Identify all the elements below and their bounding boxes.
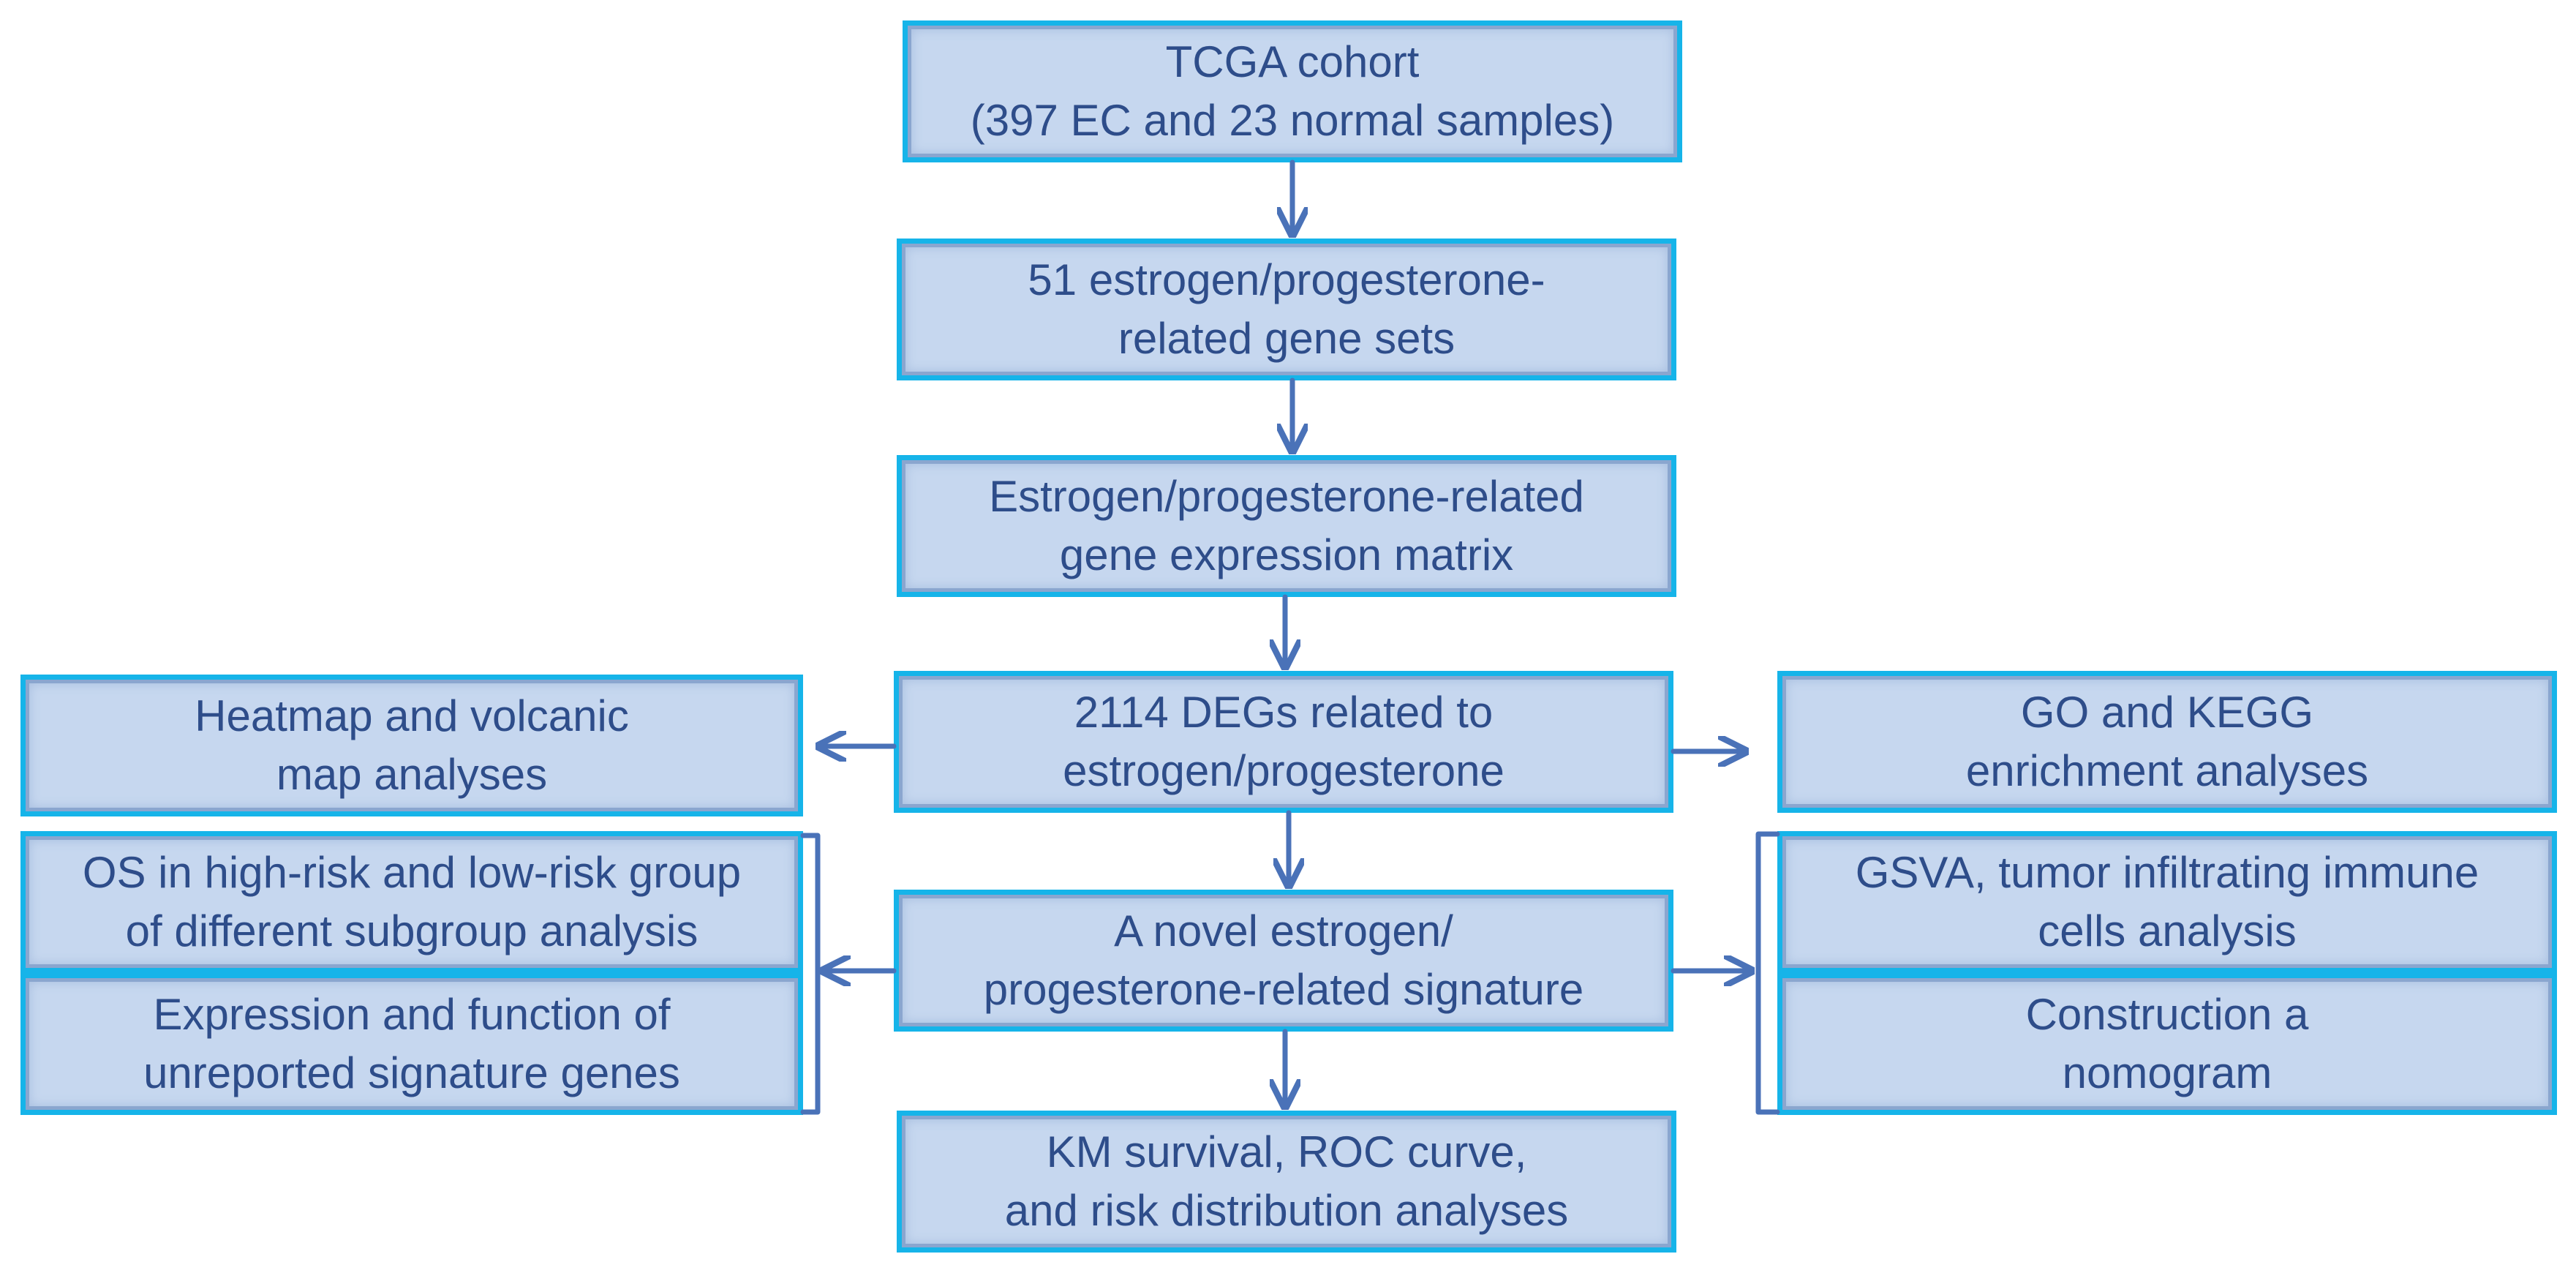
node-signature-line2: progesterone-related signature	[983, 965, 1584, 1014]
node-degs-line1: 2114 DEGs related to	[1074, 688, 1494, 737]
node-tcga-cohort-line2: (397 EC and 23 normal samples)	[970, 96, 1615, 145]
node-go-kegg-line2: enrichment analyses	[1965, 746, 2369, 795]
node-heatmap-volcanic-line2: map analyses	[276, 750, 548, 799]
node-tcga-cohort: TCGA cohort (397 EC and 23 normal sample…	[903, 20, 1682, 162]
bracket-left-group	[800, 833, 821, 1115]
bracket-right-group	[1755, 831, 1780, 1115]
node-gsva-immune: GSVA, tumor infiltrating immune cells an…	[1777, 831, 2557, 973]
node-signature-line1: A novel estrogen/	[1114, 906, 1453, 955]
node-degs-line2: estrogen/progesterone	[1063, 746, 1504, 795]
node-signature: A novel estrogen/ progesterone-related s…	[894, 890, 1673, 1032]
node-expression-matrix-line1: Estrogen/progesterone-related	[989, 472, 1584, 521]
node-os-subgroup-line2: of different subgroup analysis	[125, 906, 698, 955]
node-gsva-immune-line1: GSVA, tumor infiltrating immune	[1855, 848, 2479, 897]
node-nomogram-line2: nomogram	[2062, 1048, 2272, 1097]
node-km-roc: KM survival, ROC curve, and risk distrib…	[897, 1111, 1676, 1253]
node-os-subgroup: OS in high-risk and low-risk group of di…	[20, 831, 803, 973]
node-go-kegg-line1: GO and KEGG	[2020, 688, 2314, 737]
node-heatmap-volcanic: Heatmap and volcanic map analyses	[20, 675, 803, 816]
node-gene-sets: 51 estrogen/progesterone- related gene s…	[897, 239, 1676, 380]
node-expression-function-line1: Expression and function of	[153, 990, 671, 1039]
node-expression-function: Expression and function of unreported si…	[20, 973, 803, 1115]
node-degs: 2114 DEGs related to estrogen/progestero…	[894, 671, 1673, 813]
node-gsva-immune-line2: cells analysis	[2038, 906, 2297, 955]
node-expression-matrix: Estrogen/progesterone-related gene expre…	[897, 455, 1676, 597]
node-go-kegg: GO and KEGG enrichment analyses	[1777, 671, 2557, 813]
node-os-subgroup-line1: OS in high-risk and low-risk group	[82, 848, 742, 897]
node-heatmap-volcanic-line1: Heatmap and volcanic	[195, 691, 629, 740]
node-tcga-cohort-line1: TCGA cohort	[1165, 37, 1420, 86]
node-km-roc-line2: and risk distribution analyses	[1004, 1186, 1569, 1235]
node-expression-matrix-line2: gene expression matrix	[1059, 530, 1514, 579]
node-gene-sets-line1: 51 estrogen/progesterone-	[1028, 255, 1545, 304]
node-gene-sets-line2: related gene sets	[1118, 314, 1455, 363]
node-expression-function-line2: unreported signature genes	[143, 1048, 680, 1097]
node-nomogram: Construction a nomogram	[1777, 973, 2557, 1115]
node-km-roc-line1: KM survival, ROC curve,	[1046, 1127, 1527, 1176]
node-nomogram-line1: Construction a	[2025, 990, 2309, 1039]
